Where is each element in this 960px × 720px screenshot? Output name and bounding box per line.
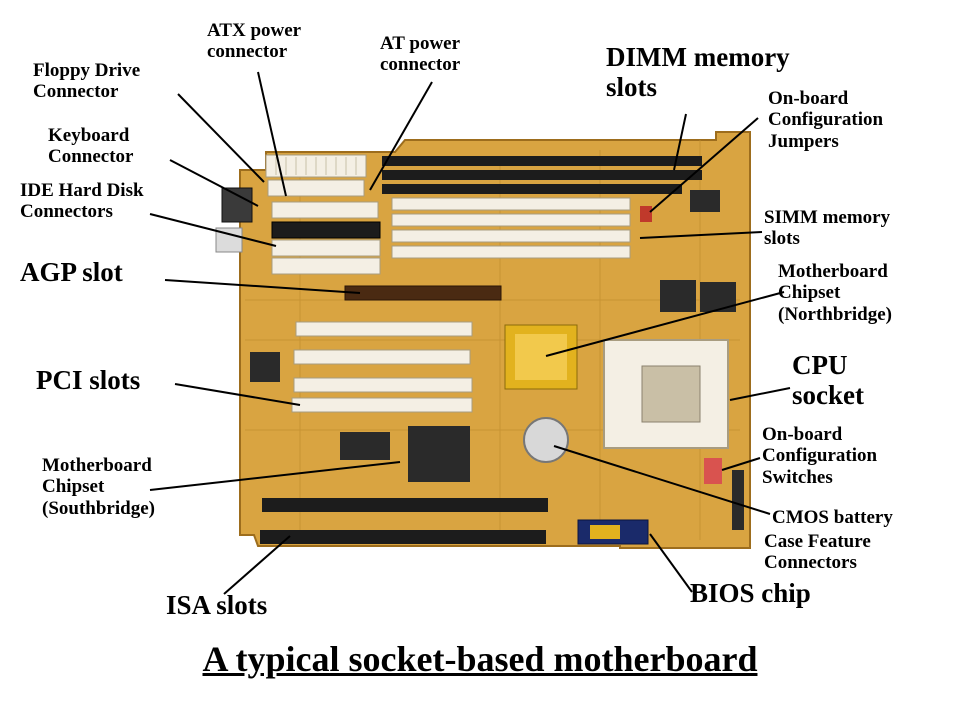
label-cmos-battery: CMOS battery [772,507,893,528]
simm-slot-3 [391,229,631,243]
simm-slot-4 [391,245,631,259]
label-config-jumpers: On-board Configuration Jumpers [768,88,884,152]
label-atx-power-connector: ATX power connector [207,20,302,63]
simm-slot-2 [391,213,631,227]
ide-connector-1 [271,221,381,239]
label-agp-slot: AGP slot [20,257,123,287]
config-switches [704,458,722,484]
pci-slot-1 [295,321,473,337]
label-bios-chip: BIOS chip [690,578,811,608]
label-pci-slots: PCI slots [36,365,141,395]
cmos-battery [523,417,569,463]
keyboard-connector [221,187,253,223]
isa-slot-2 [260,530,546,544]
case-feature-connectors [732,470,744,530]
agp-slot [344,285,502,301]
simm-slot-1 [391,197,631,211]
floppy-connector [271,201,379,219]
dimm-slot-3 [382,184,682,194]
ide-connector-3 [271,257,381,275]
dimm-slot-1 [382,156,702,166]
ide-connector-2 [271,239,381,257]
dimm-slot-2 [382,170,702,180]
label-case-feature-connectors: Case Feature Connectors [764,531,871,574]
label-simm-memory-slots: SIMM memory slots [764,207,891,250]
at-power-connector [267,179,365,197]
config-jumpers [640,206,652,222]
leader-lines [149,71,791,595]
label-dimm-memory-slots: DIMM memory slots [606,42,790,103]
label-cpu-socket: CPU socket [792,350,864,411]
figure-caption: A typical socket-based motherboard [202,639,758,679]
label-at-power-connector: AT power connector [380,33,461,76]
label-northbridge: Motherboard Chipset (Northbridge) [778,261,892,325]
isa-slot-1 [262,498,548,512]
label-keyboard-connector: Keyboard Connector [48,125,134,168]
label-southbridge: Motherboard Chipset (Southbridge) [42,455,155,519]
southbridge-chip [408,426,470,482]
label-floppy-drive-connector: Floppy Drive Connector [33,60,141,103]
motherboard-photo [215,131,751,549]
pci-slot-2 [293,349,471,365]
label-ide-hard-disk-connectors: IDE Hard Disk Connectors [20,180,144,223]
label-config-switches: On-board Configuration Switches [762,424,878,488]
label-isa-slots: ISA slots [166,590,268,620]
pci-slot-4 [291,397,473,413]
pci-slot-3 [293,377,473,393]
